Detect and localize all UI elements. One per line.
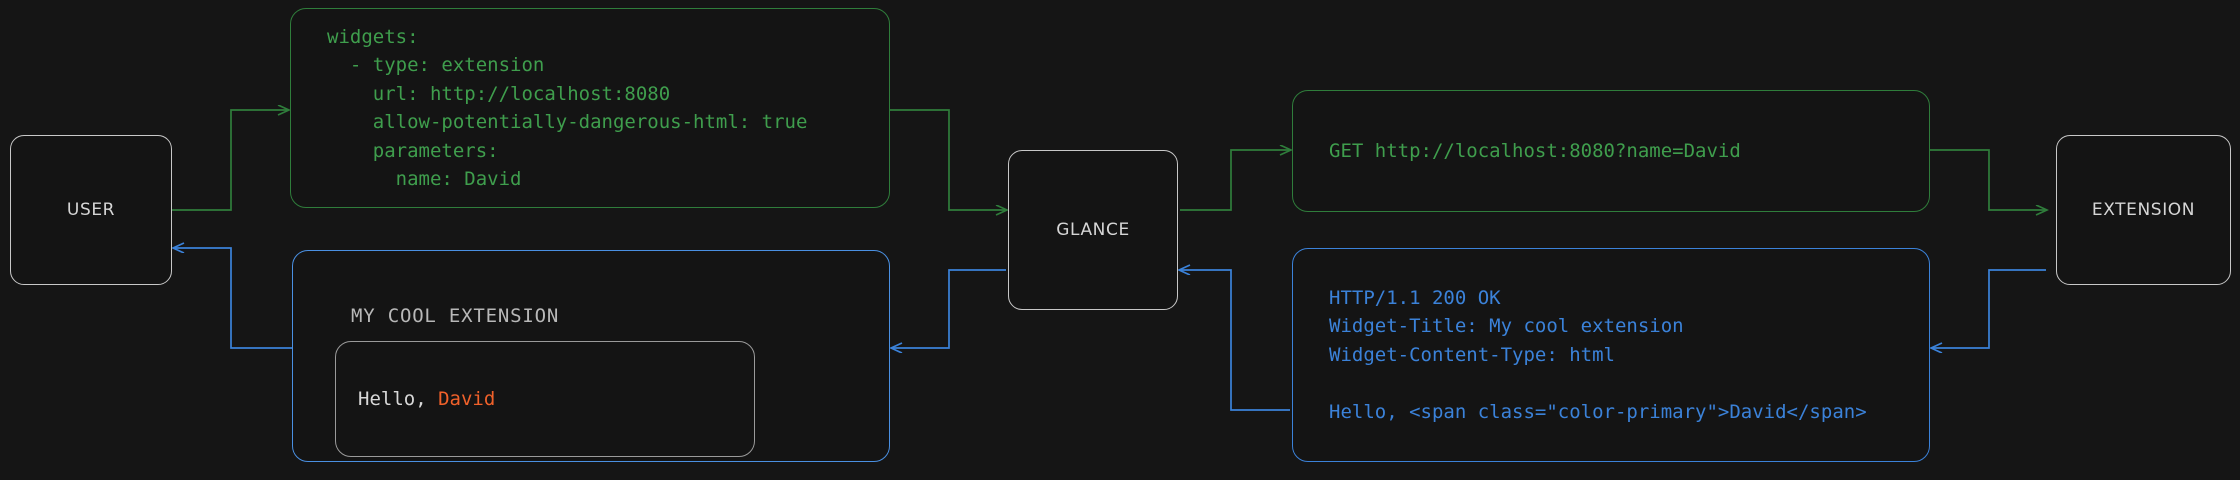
node-extension[interactable]: EXTENSION <box>2056 135 2231 285</box>
rendered-widget-body-accent: David <box>438 388 496 410</box>
http-response-text: HTTP/1.1 200 OK Widget-Title: My cool ex… <box>1329 286 1867 423</box>
config-yaml-box: widgets: - type: extension url: http://l… <box>290 8 890 208</box>
config-yaml-text: widgets: - type: extension url: http://l… <box>327 25 808 191</box>
rendered-widget-body-prefix: Hello, <box>358 388 439 410</box>
edge-extension-to-response <box>1932 269 2046 348</box>
node-user[interactable]: USER <box>10 135 172 285</box>
edge-user-to-config <box>172 110 288 211</box>
http-request-box: GET http://localhost:8080?name=David <box>1292 90 1930 212</box>
rendered-widget-box: MY COOL EXTENSION Hello, David <box>292 250 890 462</box>
rendered-widget-body: Hello, David <box>336 388 495 410</box>
edge-response-to-glance <box>1180 270 1290 411</box>
rendered-widget-title: MY COOL EXTENSION <box>351 305 560 327</box>
edge-request-to-extension <box>1930 149 2046 210</box>
node-user-label: USER <box>66 200 116 220</box>
rendered-widget-card: Hello, David <box>335 341 755 457</box>
edge-config-to-glance <box>890 109 1006 210</box>
http-request-text: GET http://localhost:8080?name=David <box>1329 139 1741 162</box>
http-response-box: HTTP/1.1 200 OK Widget-Title: My cool ex… <box>1292 248 1930 462</box>
node-glance[interactable]: GLANCE <box>1008 150 1178 310</box>
node-glance-label: GLANCE <box>1056 220 1130 240</box>
node-extension-label: EXTENSION <box>2091 200 2196 220</box>
edge-glance-to-request <box>1180 150 1290 211</box>
edge-glance-to-widget <box>892 269 1006 348</box>
edge-widget-to-user <box>174 248 292 349</box>
